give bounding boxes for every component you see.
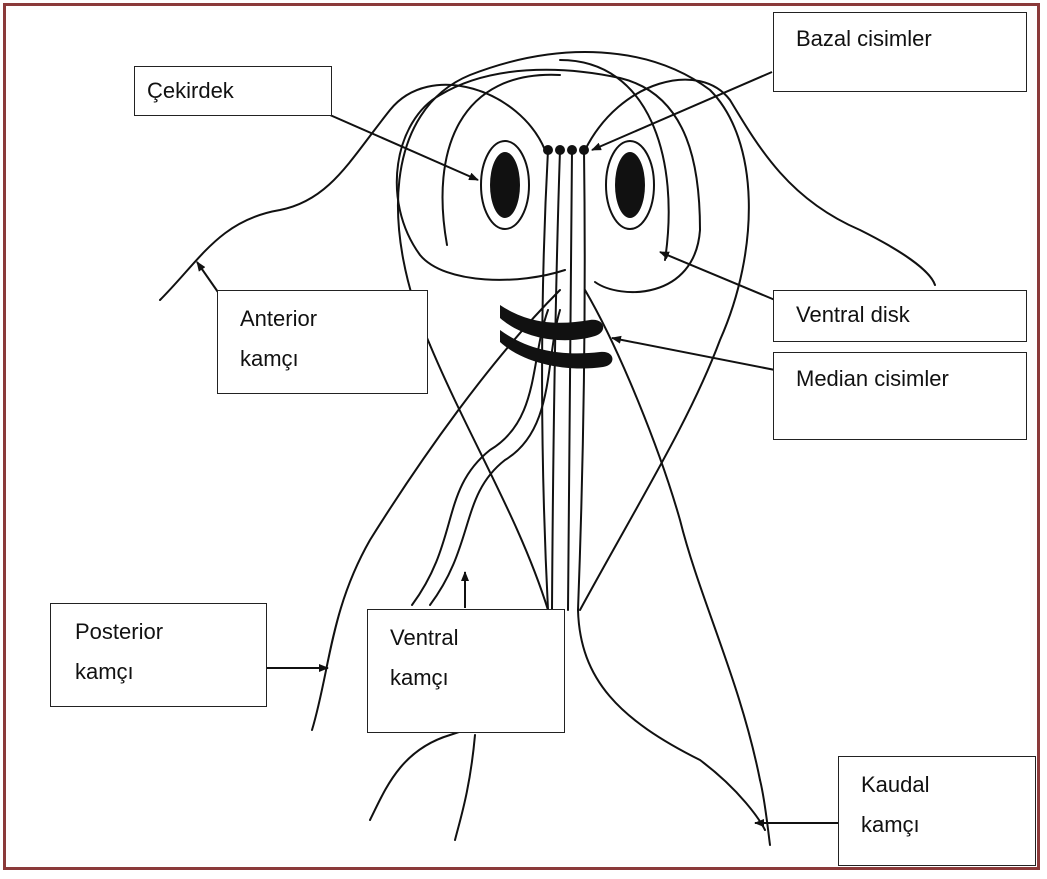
- label-nucleus-text: Çekirdek: [147, 71, 319, 111]
- label-basal-bodies: Bazal cisimler: [773, 12, 1027, 92]
- label-caudal-line2: kamçı: [861, 805, 1013, 845]
- arrow-nucleus: [330, 115, 478, 180]
- nucleus-left: [490, 152, 520, 218]
- arrow-median-bodies: [612, 338, 775, 370]
- arrow-basal-bodies: [592, 72, 772, 150]
- label-posterior-line2: kamçı: [75, 652, 242, 692]
- caudal-tail-left: [455, 735, 475, 840]
- caudal-tail-right: [760, 780, 770, 845]
- label-ventral-disk-text: Ventral disk: [796, 295, 1004, 335]
- label-ventral-line2: kamçı: [390, 658, 542, 698]
- nucleus-right: [615, 152, 645, 218]
- label-anterior-line1: Anterior: [240, 299, 405, 339]
- axoneme-3: [568, 150, 572, 610]
- axoneme-2: [552, 150, 560, 610]
- label-ventral-flagellum: Ventral kamçı: [367, 609, 565, 733]
- posterior-flagellum-right: [585, 290, 760, 780]
- label-caudal-line1: Kaudal: [861, 765, 1013, 805]
- label-basal-bodies-text: Bazal cisimler: [796, 19, 1004, 59]
- basal-body-1: [543, 145, 553, 155]
- label-nucleus: Çekirdek: [134, 66, 332, 116]
- label-ventral-disk: Ventral disk: [773, 290, 1027, 342]
- label-ventral-line1: Ventral: [390, 618, 542, 658]
- caudal-flagellum-right: [578, 610, 765, 830]
- inner-arc-right: [560, 60, 669, 260]
- basal-body-4: [579, 145, 589, 155]
- anterior-flagellum: [160, 85, 545, 300]
- label-posterior-flagellum: Posterior kamçı: [50, 603, 267, 707]
- label-posterior-line1: Posterior: [75, 612, 242, 652]
- arrow-ventral-disk: [660, 252, 775, 300]
- label-anterior-flagellum: Anterior kamçı: [217, 290, 428, 394]
- label-caudal-flagellum: Kaudal kamçı: [838, 756, 1036, 866]
- label-median-bodies-text: Median cisimler: [796, 359, 1004, 399]
- label-median-bodies: Median cisimler: [773, 352, 1027, 440]
- basal-body-2: [555, 145, 565, 155]
- median-body-upper: [500, 305, 603, 340]
- basal-body-3: [567, 145, 577, 155]
- label-anterior-line2: kamçı: [240, 339, 405, 379]
- axoneme-4: [578, 150, 585, 610]
